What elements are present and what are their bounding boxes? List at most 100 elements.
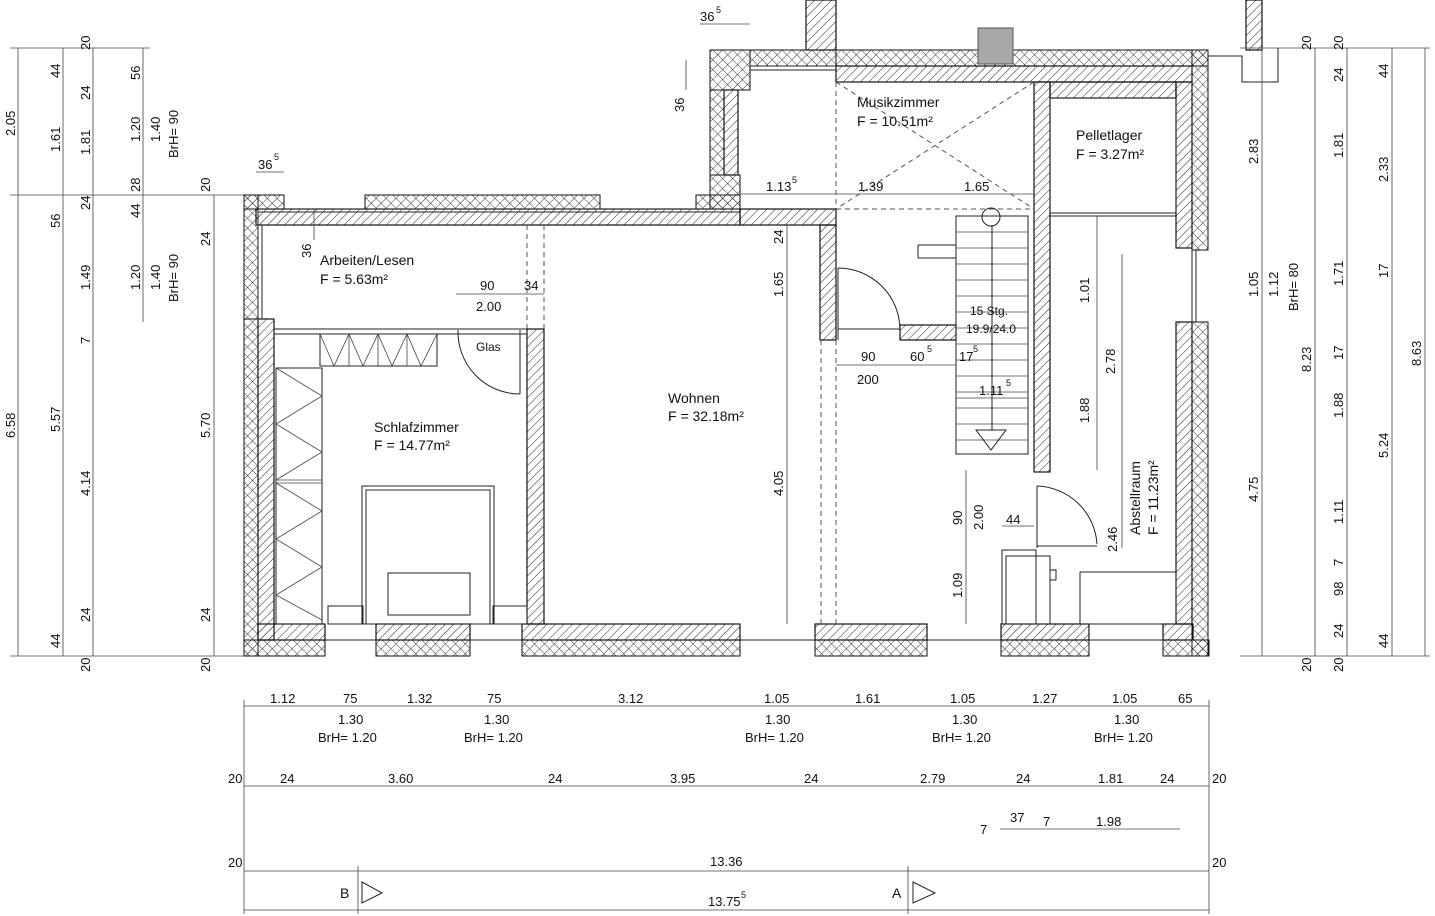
room-area-wohnen: F = 32.18m² — [668, 408, 744, 424]
dim-365-vert: 36 — [672, 98, 687, 112]
svg-text:17: 17 — [1331, 346, 1346, 360]
dim-1115: 1.11 — [979, 383, 1003, 398]
dim-175-a-sup: 5 — [973, 344, 978, 354]
svg-text:1.20: 1.20 — [128, 117, 143, 142]
svg-text:20: 20 — [228, 855, 242, 870]
dim-365-left: 36 — [258, 157, 272, 172]
walls — [243, 0, 1263, 657]
dim-1135: 1.13 — [766, 179, 791, 194]
furniture — [273, 328, 1177, 625]
svg-text:1.49: 1.49 — [78, 265, 93, 290]
room-labels: Musikzimmer F = 10.51m² Pelletlager F = … — [320, 94, 1161, 535]
dim-90-b: 90 — [861, 349, 875, 364]
svg-text:1.30: 1.30 — [952, 712, 977, 727]
dim-1115-sup: 5 — [1006, 378, 1011, 388]
room-name-wohnen: Wohnen — [668, 390, 720, 406]
glas-label: Glas — [476, 340, 501, 354]
dim-605: 60 — [910, 349, 924, 364]
svg-text:44: 44 — [1376, 64, 1391, 78]
chimney — [977, 27, 1014, 65]
svg-text:24: 24 — [804, 771, 818, 786]
svg-text:44: 44 — [48, 634, 63, 648]
room-area-musikzimmer: F = 10.51m² — [857, 113, 933, 129]
svg-text:7: 7 — [1043, 814, 1050, 829]
svg-text:7: 7 — [980, 822, 987, 837]
svg-text:1.05: 1.05 — [950, 691, 975, 706]
svg-text:24: 24 — [280, 771, 294, 786]
svg-text:13.75: 13.75 — [708, 894, 741, 909]
svg-text:5.24: 5.24 — [1376, 433, 1391, 458]
dim-165: 1.65 — [964, 179, 989, 194]
svg-text:1.12: 1.12 — [270, 691, 295, 706]
stairs-ratio-label: 19.9/24.0 — [966, 322, 1016, 336]
svg-text:56: 56 — [48, 214, 63, 228]
svg-text:1.71: 1.71 — [1331, 261, 1346, 286]
svg-text:20: 20 — [228, 771, 242, 786]
pipe-outline — [1208, 48, 1279, 83]
left-dimensions: 2.05 6.58 44 1.61 56 5.57 44 20 24 1.81 … — [3, 36, 244, 672]
svg-text:BrH= 1.20: BrH= 1.20 — [318, 730, 377, 745]
svg-text:BrH= 80: BrH= 80 — [1286, 263, 1301, 311]
svg-text:75: 75 — [343, 691, 357, 706]
svg-text:24: 24 — [198, 232, 213, 246]
svg-text:BrH= 90: BrH= 90 — [166, 110, 181, 158]
dim-1015-v: 1.01 — [1077, 278, 1092, 303]
svg-text:24: 24 — [1016, 771, 1030, 786]
svg-text:2.05: 2.05 — [3, 111, 18, 136]
svg-text:2.83: 2.83 — [1246, 139, 1261, 164]
svg-text:17: 17 — [1376, 264, 1391, 278]
svg-text:20: 20 — [1299, 36, 1314, 50]
stairs-steps-label: 15 Stg. — [970, 304, 1008, 318]
svg-text:1.30: 1.30 — [338, 712, 363, 727]
room-name-pelletlager: Pelletlager — [1076, 127, 1142, 143]
dim-278-v: 2.78 — [1103, 349, 1118, 374]
svg-text:1.30: 1.30 — [1114, 712, 1139, 727]
dim-246-v: 2.46 — [1105, 527, 1120, 552]
svg-text:44: 44 — [48, 64, 63, 78]
room-name-abstellraum: Abstellraum — [1127, 461, 1143, 535]
svg-text:24: 24 — [1160, 771, 1174, 786]
svg-text:20: 20 — [1299, 658, 1314, 672]
svg-text:24: 24 — [198, 608, 213, 622]
room-name-schlafzimmer: Schlafzimmer — [374, 419, 459, 435]
windows — [257, 65, 1197, 641]
dim-200-b: 200 — [857, 372, 879, 387]
dim-175-a: 17 — [959, 349, 973, 364]
svg-text:6.58: 6.58 — [3, 413, 18, 438]
svg-text:20: 20 — [78, 36, 93, 50]
dim-605-sup: 5 — [927, 344, 932, 354]
svg-text:1.40: 1.40 — [148, 117, 163, 142]
svg-text:BrH= 1.20: BrH= 1.20 — [464, 730, 523, 745]
svg-text:13.36: 13.36 — [710, 854, 743, 869]
svg-text:75: 75 — [487, 691, 501, 706]
dim-200-a: 2.00 — [476, 299, 501, 314]
svg-text:28: 28 — [128, 178, 143, 192]
svg-text:4.14: 4.14 — [78, 471, 93, 496]
right-dimensions: 2.83 1.05 4.75 1.12 BrH= 80 20 8.23 20 2… — [1240, 36, 1430, 672]
dim-109-v: 1.09 — [950, 573, 965, 598]
svg-text:24: 24 — [78, 86, 93, 100]
section-b-label: B — [340, 885, 349, 901]
interior-dim-texts: 36 5 36 36 5 1.13 5 1.39 1.65 90 2.00 34… — [258, 5, 1120, 598]
svg-text:1.40: 1.40 — [148, 265, 163, 290]
dim-1135-sup: 5 — [792, 175, 797, 185]
dim-1885-v: 1.88 — [1077, 398, 1092, 423]
staircase — [917, 207, 1029, 455]
svg-text:BrH= 1.20: BrH= 1.20 — [1094, 730, 1153, 745]
dim-365-top-sup: 5 — [716, 5, 721, 15]
svg-text:5.57: 5.57 — [48, 407, 63, 432]
svg-text:37: 37 — [1010, 810, 1024, 825]
svg-text:20: 20 — [1331, 658, 1346, 672]
svg-text:5.70: 5.70 — [198, 413, 213, 438]
svg-text:1.20: 1.20 — [128, 265, 143, 290]
svg-text:5: 5 — [741, 890, 746, 900]
svg-text:8.63: 8.63 — [1409, 341, 1424, 366]
svg-text:1.88: 1.88 — [1331, 393, 1346, 418]
svg-text:44: 44 — [1376, 634, 1391, 648]
svg-text:20: 20 — [1212, 771, 1226, 786]
svg-text:98: 98 — [1331, 582, 1346, 596]
room-name-musikzimmer: Musikzimmer — [857, 94, 940, 110]
dim-90-a: 90 — [480, 278, 494, 293]
svg-text:24: 24 — [78, 196, 93, 210]
